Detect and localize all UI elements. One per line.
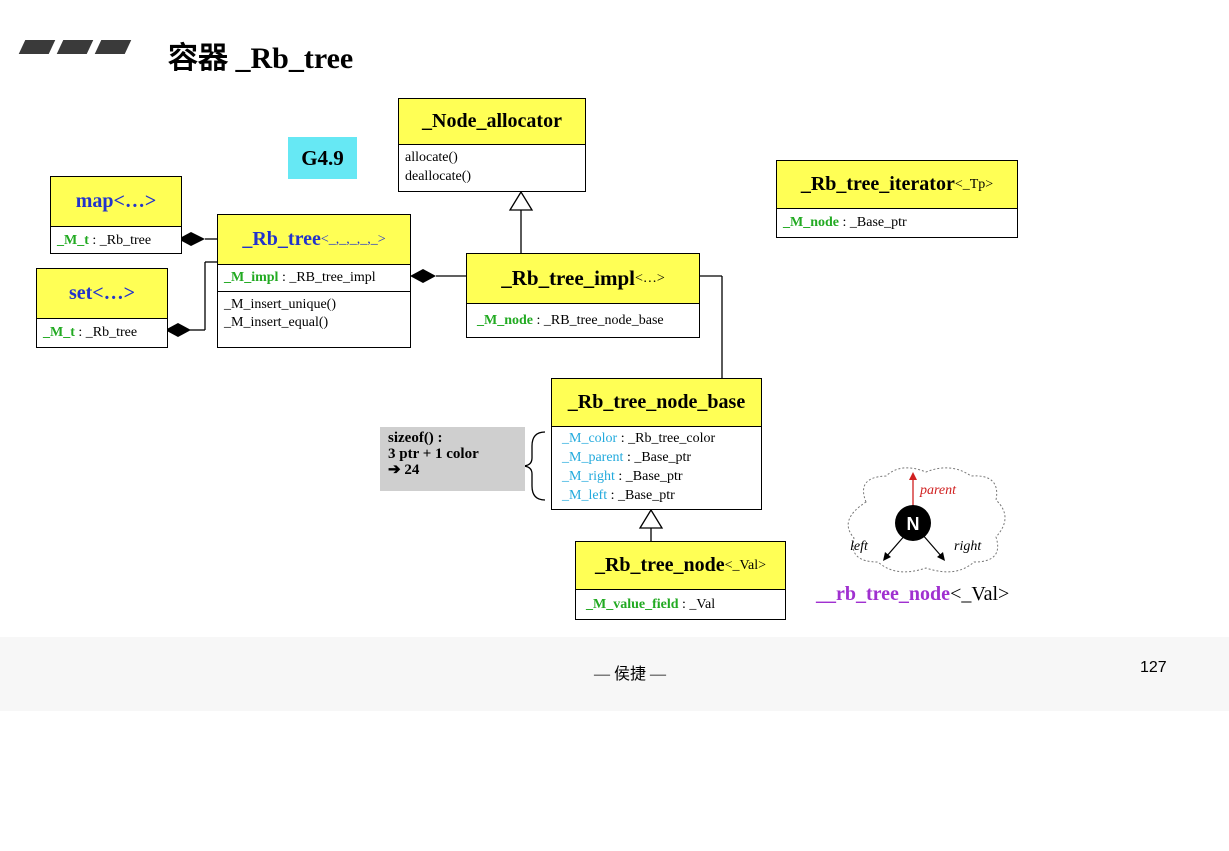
- field-type: : _RB_tree_impl: [278, 270, 376, 285]
- field-type: : _Rb_tree: [88, 233, 152, 248]
- class-rb-tree-node: _Rb_tree_node<_Val> _M_value_field : _Va…: [575, 541, 786, 620]
- cloud-caption-name: __rb_tree_node: [816, 583, 951, 605]
- class-rb-tree-iterator: _Rb_tree_iterator<_Tp> _M_node : _Base_p…: [776, 160, 1018, 238]
- method: deallocate(): [405, 169, 472, 184]
- right-label: right: [954, 539, 982, 554]
- field-name: _M_parent: [562, 450, 624, 465]
- node-cloud-illustration: N parent left right: [847, 467, 1006, 573]
- field-type: : _RB_tree_node_base: [533, 313, 664, 328]
- sizeof-line: 3 ptr + 1 color: [388, 446, 479, 462]
- field-row: _M_parent : _Base_ptr: [552, 448, 761, 467]
- class-header: _Rb_tree_impl<…>: [467, 254, 699, 304]
- template-params: <_Tp>: [954, 176, 994, 192]
- class-name: _Rb_tree_iterator: [800, 173, 955, 195]
- field-name: _M_left: [562, 488, 608, 503]
- template-params: <_Val>: [724, 557, 767, 573]
- class-rb-tree-node-base: _Rb_tree_node_base _M_color : _Rb_tree_c…: [551, 378, 762, 510]
- class-name: _Node_allocator: [399, 99, 585, 145]
- field-name: _M_right: [562, 469, 615, 484]
- field-type: : _Base_ptr: [623, 450, 692, 465]
- field-type: : _Base_ptr: [839, 215, 907, 230]
- class-rb-tree: _Rb_tree<_,_,_,_,_> _M_impl : _RB_tree_i…: [217, 214, 411, 348]
- field-row: _M_impl : _RB_tree_impl: [218, 265, 410, 292]
- class-header: _Rb_tree_node<_Val>: [576, 542, 785, 590]
- page-number: 127: [1140, 659, 1167, 676]
- class-name: set<…>: [37, 269, 167, 319]
- class-rb-tree-impl: _Rb_tree_impl<…> _M_node : _RB_tree_node…: [466, 253, 700, 338]
- field-type: : _Val: [678, 597, 716, 612]
- version-badge: G4.9: [288, 137, 357, 179]
- field-name: _M_impl: [224, 270, 279, 285]
- template-params: <…>: [634, 270, 665, 286]
- class-name: _Rb_tree_node: [594, 554, 725, 576]
- class-header: _Rb_tree_iterator<_Tp>: [777, 161, 1017, 209]
- field-row: _M_node : _Base_ptr: [777, 209, 1017, 232]
- method: _M_insert_unique(): [224, 297, 336, 312]
- class-name: _Rb_tree_node_base: [552, 379, 761, 427]
- sizeof-line: ➔ 24: [388, 462, 420, 478]
- field-row: _M_t : _Rb_tree: [37, 319, 167, 342]
- field-row: _M_t : _Rb_tree: [51, 227, 181, 250]
- field-row: _M_left : _Base_ptr: [552, 486, 761, 505]
- field-name: _M_t: [43, 325, 75, 340]
- field-type: : _Base_ptr: [614, 469, 683, 484]
- field-row: _M_right : _Base_ptr: [552, 467, 761, 486]
- cloud-caption: __rb_tree_node<_Val>: [816, 583, 1009, 606]
- left-label: left: [850, 539, 869, 554]
- footer-band: [0, 637, 1229, 711]
- field-row: _M_color : _Rb_tree_color: [552, 429, 761, 448]
- class-name: map<…>: [51, 177, 181, 227]
- class-name: _Rb_tree_impl: [501, 266, 635, 290]
- parent-label: parent: [919, 483, 957, 498]
- field-type: : _Base_ptr: [607, 488, 675, 503]
- node-letter: N: [907, 514, 920, 534]
- field-name: _M_color: [562, 431, 618, 446]
- method: allocate(): [405, 150, 458, 165]
- method: _M_insert_equal(): [224, 315, 329, 330]
- class-map: map<…> _M_t : _Rb_tree: [50, 176, 182, 254]
- field-name: _M_node: [477, 313, 533, 328]
- template-params: <_,_,_,_,_>: [320, 231, 386, 247]
- field-name: _M_t: [57, 233, 89, 248]
- class-node-allocator: _Node_allocator allocate() deallocate(): [398, 98, 586, 192]
- slide-title: 容器 _Rb_tree: [168, 42, 354, 75]
- field-row: _M_value_field : _Val: [576, 590, 785, 614]
- field-name: _M_value_field: [586, 597, 679, 612]
- class-header: _Rb_tree<_,_,_,_,_>: [218, 215, 410, 265]
- class-set: set<…> _M_t : _Rb_tree: [36, 268, 168, 348]
- field-type: : _Rb_tree: [74, 325, 138, 340]
- class-name: _Rb_tree: [242, 228, 321, 250]
- cloud-caption-tparam: <_Val>: [950, 583, 1010, 605]
- author: — 侯捷 —: [593, 666, 666, 683]
- sizeof-line: sizeof() :: [388, 430, 443, 446]
- sizeof-note: sizeof() : 3 ptr + 1 color ➔ 24: [380, 427, 525, 491]
- field-type: : _Rb_tree_color: [617, 431, 716, 446]
- field-row: _M_node : _RB_tree_node_base: [467, 304, 699, 330]
- field-name: _M_node: [783, 215, 839, 230]
